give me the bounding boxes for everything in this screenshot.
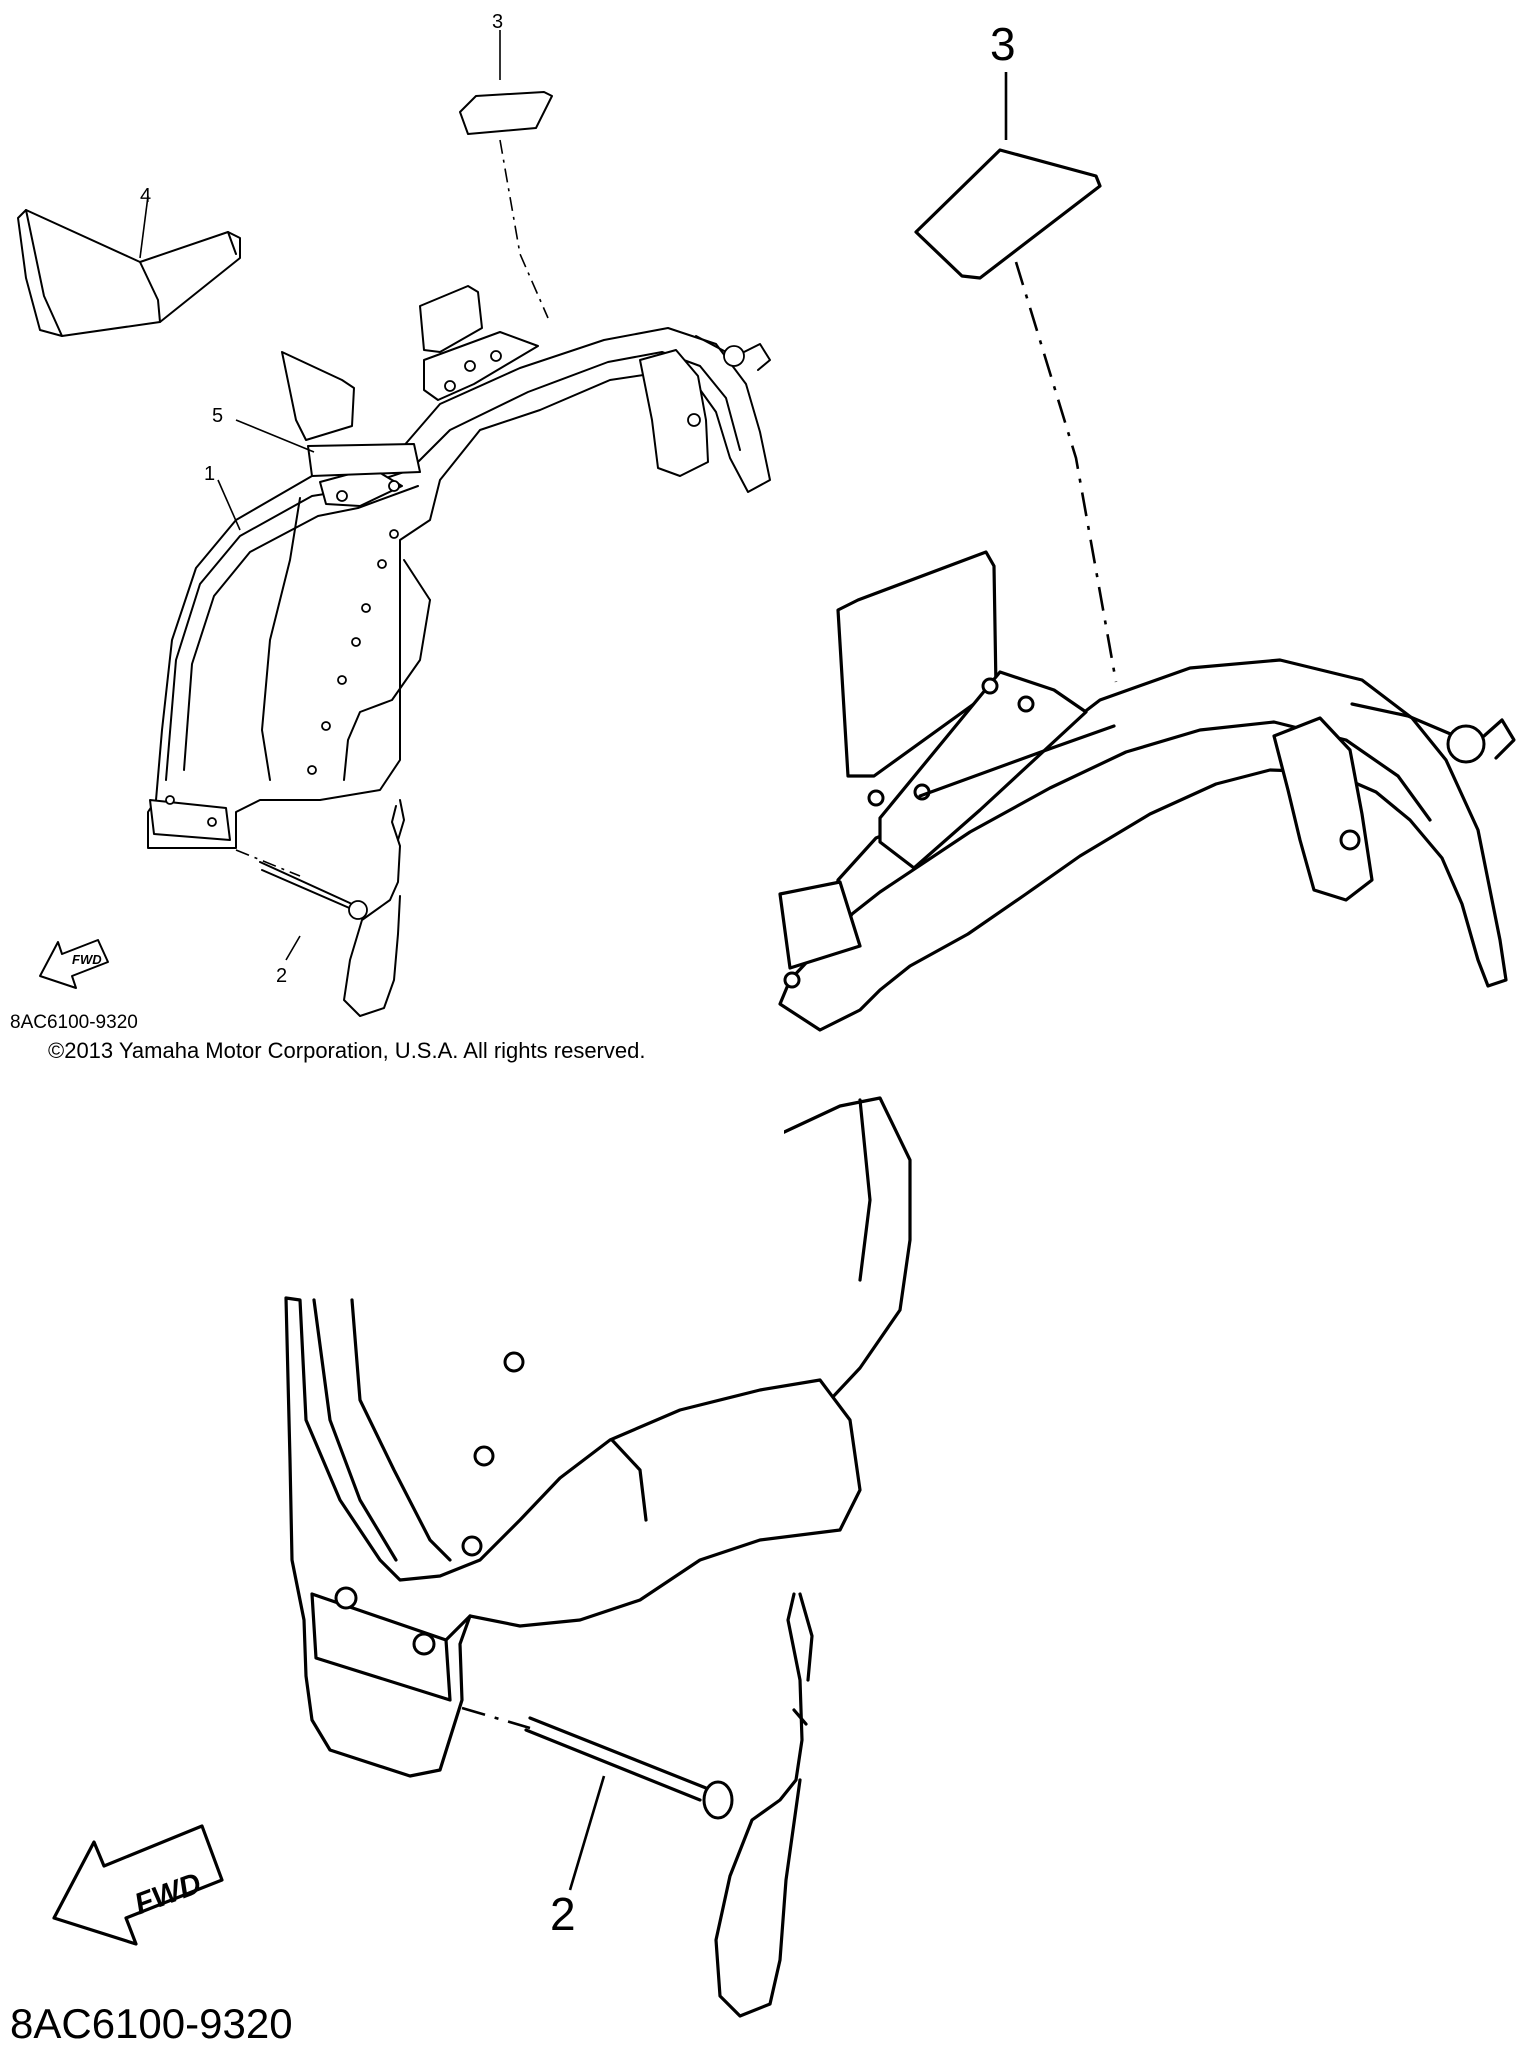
callout-3-large: 3 xyxy=(990,18,1016,70)
gap-mask xyxy=(0,1108,784,1292)
callout-2-small: 2 xyxy=(276,965,287,987)
part-3-label-large-drawing xyxy=(914,148,1102,280)
diagram-code-large: 8AC6100-9320 xyxy=(10,2000,293,2047)
overview-leaders xyxy=(139,30,549,961)
fwd-arrow-large-icon: FWD xyxy=(52,1824,224,1946)
fwd-label-small: FWD xyxy=(72,952,102,967)
zoom-detail-right xyxy=(778,72,1516,1432)
part-4-pad-drawing xyxy=(17,209,241,337)
fwd-arrow-small-icon: FWD xyxy=(39,939,109,989)
callout-2-large: 2 xyxy=(550,1888,576,1940)
part-2-pin-drawing xyxy=(259,799,405,1017)
part-3-label-drawing xyxy=(459,91,553,135)
part-5-plate-drawing xyxy=(307,443,421,477)
diagram-code-small: 8AC6100-9320 xyxy=(10,1012,138,1033)
callout-4-small: 4 xyxy=(140,185,151,207)
overview-diagram: FWD xyxy=(17,30,771,1017)
zoom-detail-bottom xyxy=(284,1296,862,2018)
callout-1-small: 1 xyxy=(204,463,215,485)
callout-5-small: 5 xyxy=(212,405,223,427)
part-1-fender-drawing xyxy=(147,285,771,849)
callout-3-small: 3 xyxy=(492,11,503,33)
copyright-notice: ©2013 Yamaha Motor Corporation, U.S.A. A… xyxy=(48,1038,645,1063)
